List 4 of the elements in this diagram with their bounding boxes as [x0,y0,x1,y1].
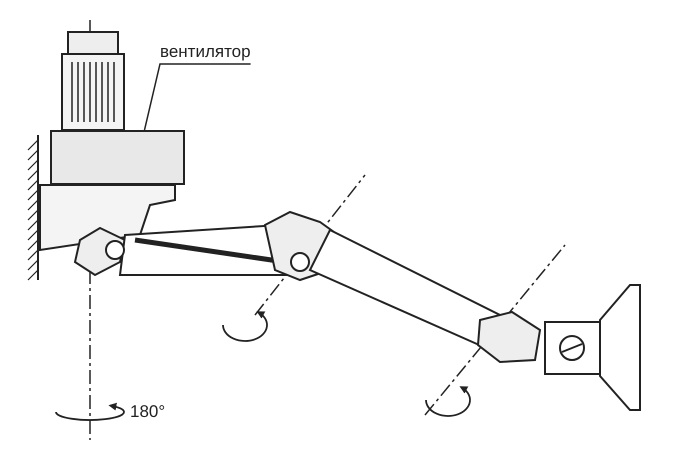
part-label: вентилятор [160,42,251,62]
angle-label: 180° [130,402,166,422]
leader-line [144,63,251,130]
fan-housing [50,130,185,185]
